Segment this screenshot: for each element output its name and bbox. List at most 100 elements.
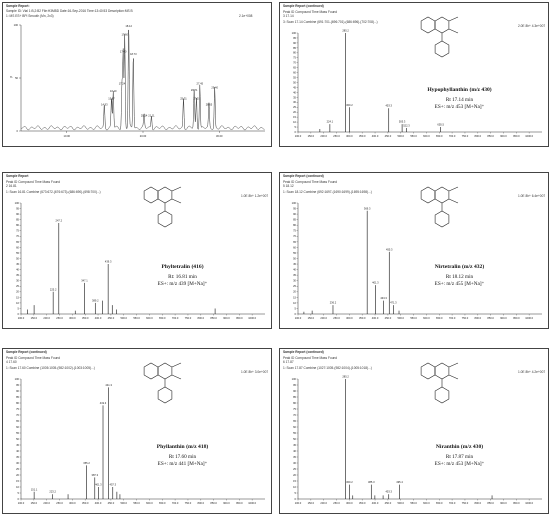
- peak-label: 385.3: [368, 480, 375, 484]
- x-tick-label: 800.0: [198, 501, 205, 505]
- x-tick-label: 800.0: [475, 501, 482, 505]
- peak-label: 347.1: [81, 278, 88, 282]
- y-tick-label: 50: [15, 76, 18, 80]
- es-ion: ES+: m/z 453 [M+Na]⁺: [434, 460, 485, 467]
- x-tick-label: 500.0: [120, 316, 127, 320]
- y-tick-label: 0: [18, 312, 20, 316]
- x-tick-label: 300.0: [69, 316, 76, 320]
- y-tick-label: 80: [293, 223, 296, 227]
- compound-name-line: Niranthin (m/z 430): [403, 434, 516, 454]
- y-tick-label: 25: [16, 467, 19, 471]
- intensity-readout: 2.0E 8h+ 4.3e+007: [518, 24, 546, 28]
- scan-line: 1: Scan 17.87 Combine (1027:1005-(982:10…: [283, 366, 372, 370]
- y-tick-label: 0: [295, 497, 297, 501]
- x-tick-label: 150.0: [308, 134, 315, 138]
- x-tick-label: 100.0: [295, 134, 302, 138]
- compound-name-line: Nirtetralin (m/z 432): [403, 254, 516, 274]
- y-tick-label: 85: [16, 395, 19, 399]
- spectrum-panel-hypophyllanthin: Sample Report (continued)Peak ID Compoun…: [279, 2, 549, 147]
- spectrum-panel-niranthin: Sample Report (continued)Peak ID Compoun…: [279, 348, 549, 514]
- y-tick-label: 15: [16, 295, 19, 299]
- spectrum-svg: 0510152025303540455055606570758085909510…: [292, 362, 542, 505]
- peak-label: 457.3: [110, 483, 117, 487]
- peak-label: 441.3: [105, 383, 112, 387]
- y-tick-label: 70: [16, 234, 19, 238]
- compound-name-line: Phyltetralin (416): [126, 254, 239, 274]
- retention-time: Rt: 16.81 min: [168, 274, 197, 280]
- y-tick-label: 60: [293, 245, 296, 249]
- x-tick-label: 350.0: [359, 134, 366, 138]
- compound-name: Niranthin: [435, 444, 460, 450]
- peak-label: 655.5: [437, 123, 444, 127]
- y-tick-label: 75: [293, 407, 296, 411]
- compound-name: Nirtetralin: [434, 264, 461, 270]
- x-tick-label: 700.0: [449, 501, 456, 505]
- x-tick-label: 30.00: [216, 134, 223, 138]
- compound-mass: (m/z 430): [469, 87, 492, 93]
- y-tick-label: 60: [293, 425, 296, 429]
- y-tick-label: 25: [293, 284, 296, 288]
- trace-line: 1: MS ES+ BPI Smooth (Mn, 2x3): [6, 14, 54, 18]
- y-tick-label: 40: [16, 268, 19, 272]
- x-tick-label: 700.0: [449, 134, 456, 138]
- x-tick-label: 250.0: [56, 501, 63, 505]
- peak-table-row: 5 18.12: [283, 184, 294, 188]
- peak-label: 14.93: [101, 103, 108, 107]
- y-tick-label: 95: [16, 206, 19, 210]
- peak-label: 471.3: [390, 301, 397, 305]
- peak-label: 17.24: [119, 81, 126, 85]
- y-tick-label: 60: [293, 71, 296, 75]
- peak-label: 285.2: [342, 375, 349, 379]
- compound-name: Phyltetralin: [161, 264, 191, 270]
- y-tick-label: 25: [293, 105, 296, 109]
- y-tick-label: 100: [14, 23, 19, 27]
- x-tick-label: 300.0: [69, 501, 76, 505]
- y-tick-label: 60: [16, 245, 19, 249]
- x-tick-label: 850.0: [487, 316, 494, 320]
- x-tick-label: 1000.0: [525, 134, 533, 138]
- y-tick-label: 30: [16, 461, 19, 465]
- peak-label: 27.01: [193, 96, 200, 100]
- x-tick-label: 850.0: [210, 316, 217, 320]
- y-tick-label: 90: [293, 212, 296, 216]
- y-tick-label: 75: [293, 56, 296, 60]
- y-tick-label: 45: [16, 443, 19, 447]
- y-tick-label: 10: [293, 301, 296, 305]
- peak-label: 285.2: [342, 29, 349, 33]
- y-tick-label: 35: [16, 455, 19, 459]
- x-tick-label: 450.0: [385, 134, 392, 138]
- ring-c: [157, 386, 173, 404]
- y-tick-label: 0: [18, 497, 20, 501]
- compound-name: Hypophyllanthin: [427, 87, 469, 93]
- x-tick-label: 650.0: [436, 316, 443, 320]
- compound-mass: (m/z 418): [186, 444, 209, 450]
- x-tick-label: 250.0: [333, 501, 340, 505]
- x-tick-label: 150.0: [308, 501, 315, 505]
- y-tick-label: 10: [16, 485, 19, 489]
- y-tick-label: 80: [16, 223, 19, 227]
- x-tick-label: 150.0: [308, 316, 315, 320]
- y-tick-label: 55: [293, 251, 296, 255]
- ring-c: [434, 40, 450, 58]
- x-tick-label: 350.0: [359, 501, 366, 505]
- x-tick-label: 550.0: [410, 316, 417, 320]
- x-tick-label: 700.0: [449, 316, 456, 320]
- ring-a: [420, 362, 436, 380]
- y-tick-label: 10: [293, 485, 296, 489]
- y-tick-label: 35: [16, 273, 19, 277]
- bond: [448, 198, 459, 204]
- x-tick-label: 600.0: [146, 501, 153, 505]
- bond: [171, 186, 182, 192]
- x-tick-label: 800.0: [475, 316, 482, 320]
- y-tick-label: 85: [293, 46, 296, 50]
- y-tick-label: 70: [293, 61, 296, 65]
- bond: [448, 374, 459, 380]
- y-tick-label: 45: [16, 262, 19, 266]
- bond: [448, 362, 459, 368]
- peak-label: 17.40: [120, 50, 127, 54]
- y-tick-label: 100: [15, 377, 20, 381]
- intensity-readout: 2.1e+008: [239, 14, 253, 18]
